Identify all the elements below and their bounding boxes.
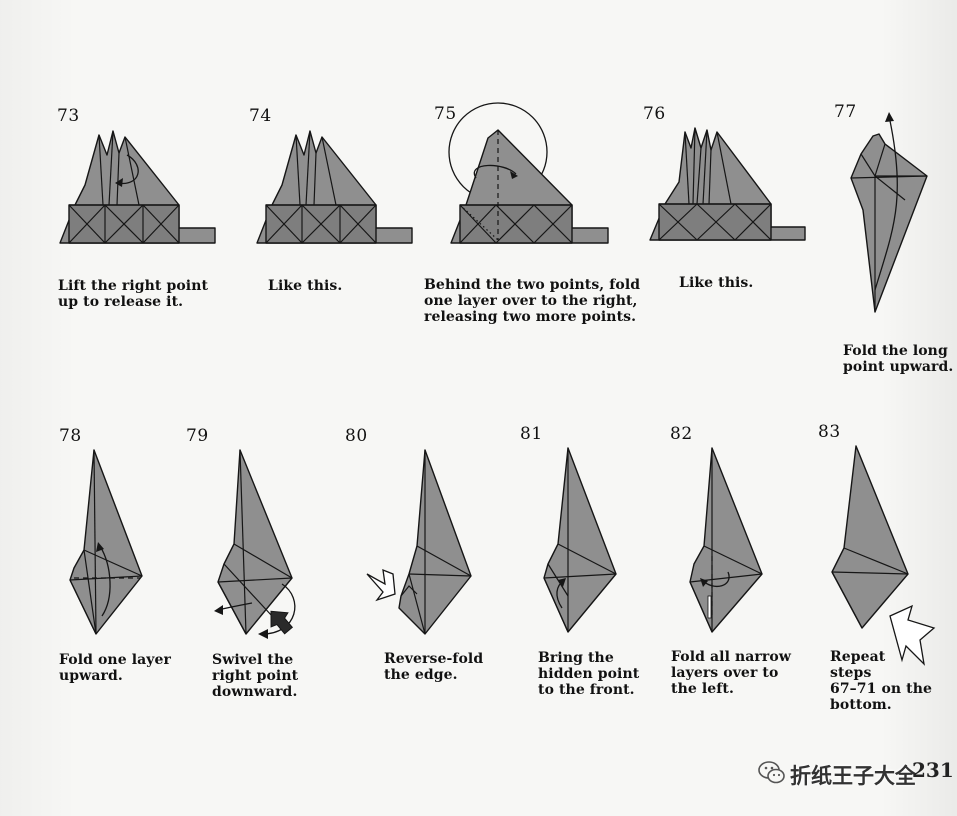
step-77-diagram <box>850 112 928 313</box>
step-82-number: 82 <box>670 424 693 444</box>
step-79-caption: Swivel the right point downward. <box>212 652 299 700</box>
wechat-icon <box>758 761 785 784</box>
step-74-diagram <box>256 130 413 244</box>
step-75-caption: Behind the two points, fold one layer ov… <box>424 277 641 325</box>
step-76-number: 76 <box>643 104 666 124</box>
step-78-number: 78 <box>59 426 82 446</box>
step-76-diagram <box>649 127 806 241</box>
step-73-diagram <box>59 130 216 244</box>
step-83-diagram <box>831 445 936 666</box>
step-80-caption: Reverse-fold the edge. <box>384 651 484 683</box>
step-79-diagram <box>214 449 296 639</box>
step-80-number: 80 <box>345 426 368 446</box>
step-74-caption: Like this. <box>268 278 343 294</box>
step-81-caption: Bring the hidden point to the front. <box>538 650 640 698</box>
step-76-caption: Like this. <box>679 275 754 291</box>
step-77-caption: Fold the long point upward. <box>843 343 954 375</box>
step-80-diagram <box>366 449 472 635</box>
step-73-number: 73 <box>57 106 80 126</box>
step-81-diagram <box>543 447 617 633</box>
watermark-text: 折纸王子大全 <box>790 764 916 788</box>
step-78-caption: Fold one layer upward. <box>59 652 171 684</box>
step-83-caption: Repeat steps 67–71 on the bottom. <box>830 649 932 713</box>
step-82-caption: Fold all narrow layers over to the left. <box>671 649 791 697</box>
step-77-number: 77 <box>834 102 857 122</box>
step-82-diagram <box>689 447 763 633</box>
step-75-number: 75 <box>434 104 457 124</box>
step-73-caption: Lift the right point up to release it. <box>58 278 209 310</box>
step-78-diagram <box>69 449 143 635</box>
step-81-number: 81 <box>520 424 543 444</box>
page-number: 231 <box>912 758 954 782</box>
step-79-number: 79 <box>186 426 209 446</box>
step-83-number: 83 <box>818 422 841 442</box>
step-74-number: 74 <box>249 106 272 126</box>
step-75-diagram <box>448 102 609 244</box>
